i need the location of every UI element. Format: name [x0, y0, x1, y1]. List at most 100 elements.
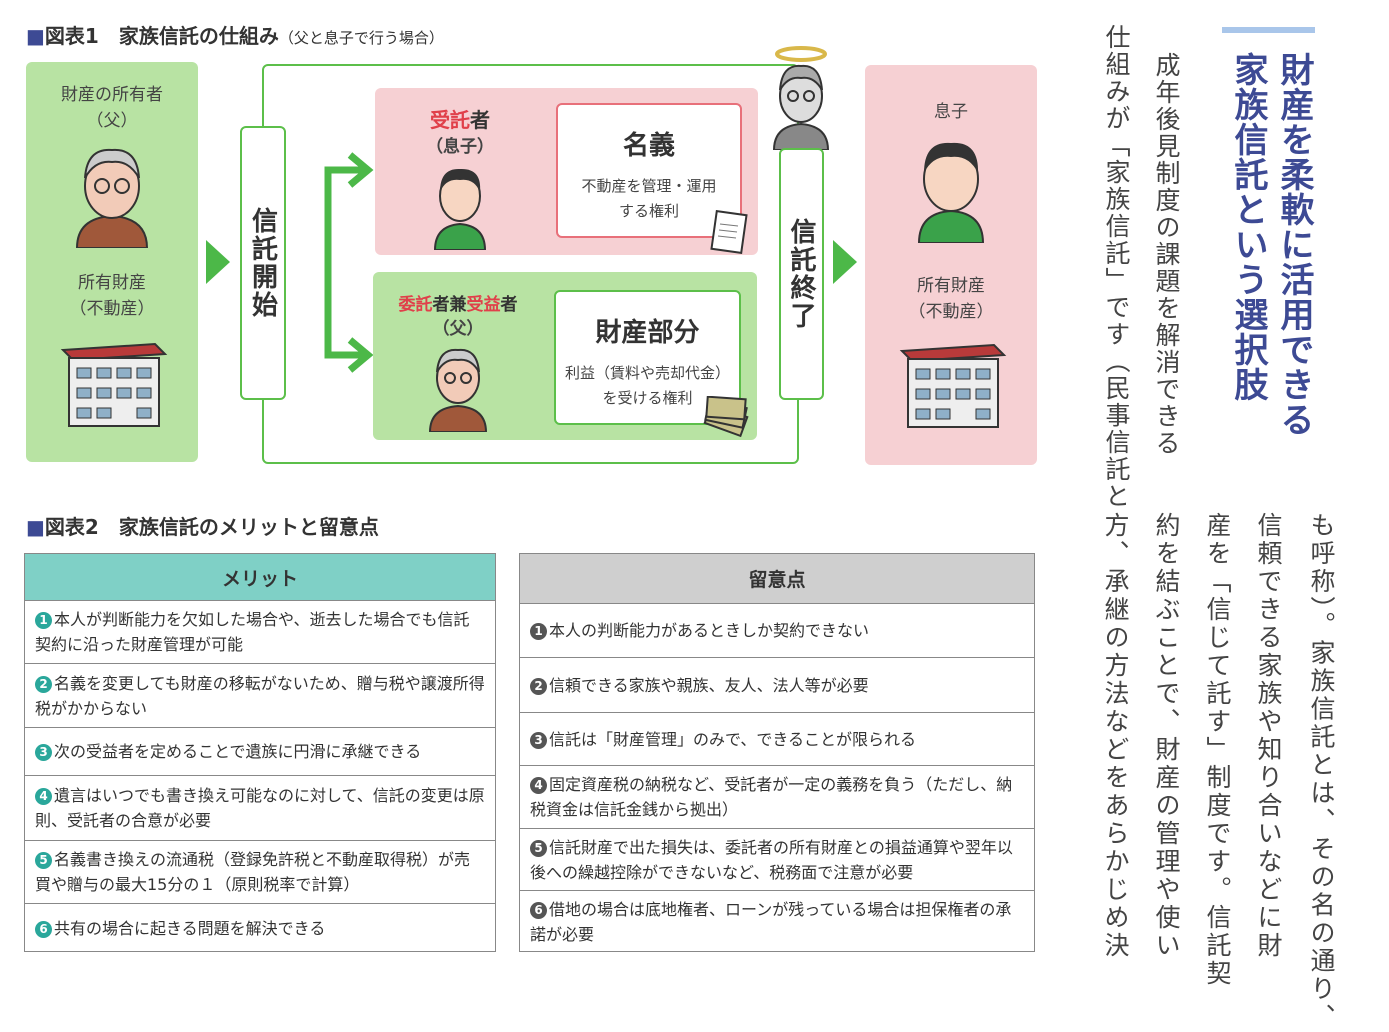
number-badge: 1 [530, 623, 547, 640]
number-badge: 3 [35, 744, 52, 761]
deceased-father-icon [772, 46, 830, 150]
title-rights-box: 名義 不動産を管理・運用 する権利 [556, 103, 742, 238]
son-avatar-icon [433, 168, 487, 250]
row-label: 信頼できる家族や親族、友人、法人等が必要 [549, 675, 869, 695]
title-rights-text: 不動産を管理・運用 [581, 177, 717, 195]
article-body-column: 方、承継の方法などをあらかじめ決 [1101, 512, 1130, 960]
figure2-title: ■図表2 家族信託のメリットと留意点 [26, 515, 379, 539]
branch-arrow-icon [324, 152, 374, 373]
article-body-column: 成年後見制度の課題を解消できる [1152, 52, 1181, 457]
heading-accent-bar [1222, 27, 1315, 33]
number-badge: 3 [530, 731, 547, 749]
row-label: 名義を変更しても財産の移転がないため、贈与税や譲渡所得税がかからない [35, 673, 485, 718]
father-avatar-icon [75, 148, 149, 248]
number-badge: 5 [35, 852, 52, 869]
article-body-column: 約を結ぶことで、財産の管理や使い [1152, 512, 1181, 960]
figure1-title: ■図表1 家族信託の仕組み（父と息子で行う場合） [26, 24, 444, 48]
father-avatar-icon [428, 348, 488, 432]
building-icon [60, 342, 167, 427]
cautions-header: 留意点 [520, 554, 1034, 604]
heir-panel: 息子 所有財産 （不動産） [865, 65, 1037, 465]
number-badge: 4 [35, 788, 52, 805]
owner-panel: 財産の所有者 （父） 所有財産 （不動産） [26, 62, 198, 462]
trust-end-box: 信託終了 [779, 148, 824, 400]
title-rights-heading: 名義 [622, 131, 675, 161]
beneficiary-role: 委託者兼受益者 [398, 295, 518, 315]
property-label: 所有財産 [917, 276, 985, 296]
row-label: 遺言はいつでも書き換え可能なのに対して、信託の変更は原則、受託者の合意が必要 [35, 786, 485, 830]
row-label: 本人の判断能力があるときしか契約できない [549, 621, 870, 640]
arrow-right-icon [833, 240, 857, 284]
beneficiary-who: （父） [432, 319, 484, 339]
row-label: 本人が判断能力を欠如した場合や、逝去した場合でも信託契約に沿った財産管理が可能 [35, 610, 470, 654]
trustee-panel: 受託者 （息子） 名義 不動産を管理・運用 する権利 [375, 88, 758, 255]
number-badge: 2 [35, 675, 52, 693]
article-heading-line2: 家族信託という選択肢 [1228, 52, 1268, 402]
trustee-who: （息子） [426, 137, 494, 157]
row-label: 次の受益者を定めることで遺族に円滑に承継できる [54, 742, 422, 761]
money-icon [703, 396, 749, 438]
property-kind: （不動産） [908, 302, 994, 322]
owner-label: 財産の所有者 [61, 85, 163, 105]
number-badge: 4 [530, 777, 547, 794]
number-badge: 5 [530, 839, 547, 857]
row-label: 借地の場合は底地権者、ローンが残っている場合は担保権者の承諾が必要 [530, 900, 1012, 944]
title-rights-text-2: する権利 [618, 202, 679, 220]
row-label: 固定資産税の納税など、受託者が一定の義務を負う（ただし、納税資金は信託金銭から拠… [530, 775, 1013, 819]
article-body-column: 信頼できる家族や知り合いなどに財 [1254, 512, 1283, 960]
trust-start-box: 信託開始 [240, 126, 286, 400]
number-badge: 6 [530, 902, 547, 919]
benefit-rights-text-2: を受ける権利 [602, 389, 693, 407]
number-badge: 2 [530, 677, 547, 695]
beneficiary-panel: 委託者兼受益者 （父） 財産部分 利益（賃料や売却代金） を受ける権利 [373, 272, 757, 440]
owner-who: （父） [86, 111, 138, 131]
document-icon [710, 210, 748, 254]
arrow-right-icon [206, 240, 230, 284]
row-label: 信託は「財産管理」のみで、できることが限られる [549, 729, 917, 749]
article-body-column: も呼称）。家族信託とは、その名の通り、 [1307, 512, 1336, 1032]
row-label: 共有の場合に起きる問題を解決できる [54, 919, 326, 938]
article-heading-line1: 財産を柔軟に活用できる [1274, 52, 1314, 437]
benefit-rights-heading: 財産部分 [595, 318, 700, 348]
row-label: 信託財産で出た損失は、委託者の所有財産との損益通算や翌年以後への繰越控除ができな… [530, 837, 1013, 882]
benefit-rights-text: 利益（賃料や売却代金） [564, 364, 730, 382]
merits-header: メリット [25, 554, 495, 601]
number-badge: 1 [35, 612, 52, 629]
building-icon [899, 343, 1006, 428]
son-avatar-icon [917, 142, 985, 243]
heir-label: 息子 [934, 102, 968, 122]
row-label: 名義書き換えの流通税（登録免許税と不動産取得税）が売買や贈与の最大15分の１（原… [35, 850, 471, 894]
trustee-role: 受託者 [430, 108, 490, 132]
article-body-column: 仕組みが「家族信託」です（民事信託と [1102, 24, 1131, 510]
article-body-column: 産を「信じて託す」制度です。信託契 [1203, 512, 1232, 988]
property-label: 所有財産 [78, 273, 146, 293]
property-kind: （不動産） [69, 299, 155, 319]
number-badge: 6 [35, 921, 52, 938]
